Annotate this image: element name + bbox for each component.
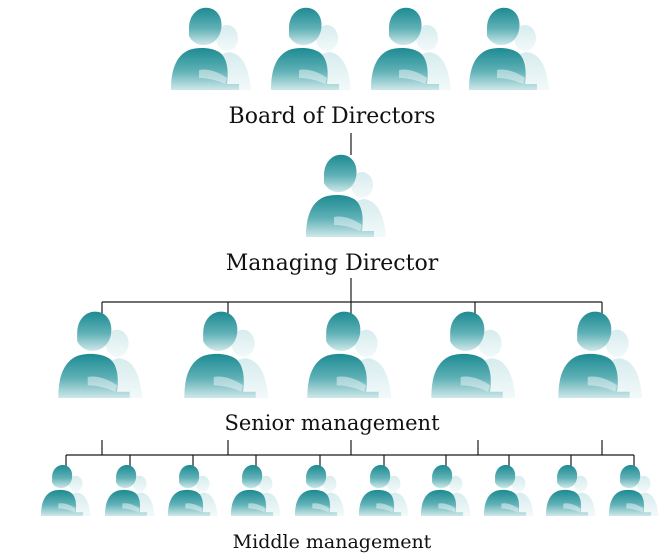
middle-manager-figure-4 [230, 464, 281, 516]
middle-manager-figure-2 [104, 464, 155, 516]
middle-management-label: Middle management [232, 531, 432, 553]
middle-manager-figure-8 [483, 464, 534, 516]
middle-manager-figure-3 [167, 464, 218, 516]
senior-manager-figure-5 [558, 311, 643, 398]
senior-manager-figure-4 [431, 311, 516, 398]
senior-manager-figure-2 [184, 311, 269, 398]
board-member-figure-2 [271, 7, 351, 90]
board-member-figure-3 [371, 7, 451, 90]
middle-manager-figure-6 [358, 464, 409, 516]
board-member-figure-1 [171, 7, 251, 90]
people-figures [40, 7, 659, 516]
board-member-figure-4 [469, 7, 549, 90]
senior-manager-figure-1 [58, 311, 143, 398]
board-of-directors-label: Board of Directors [228, 104, 436, 129]
middle-manager-figure-1 [40, 464, 91, 516]
middle-manager-figure-5 [294, 464, 345, 516]
managing-director-label: Managing Director [225, 251, 439, 276]
middle-manager-figure-10 [608, 464, 659, 516]
middle-manager-figure-7 [420, 464, 471, 516]
middle-manager-figure-9 [545, 464, 596, 516]
managing-director-figure [306, 154, 386, 237]
senior-management-label: Senior management [224, 411, 440, 435]
senior-manager-figure-3 [307, 311, 392, 398]
